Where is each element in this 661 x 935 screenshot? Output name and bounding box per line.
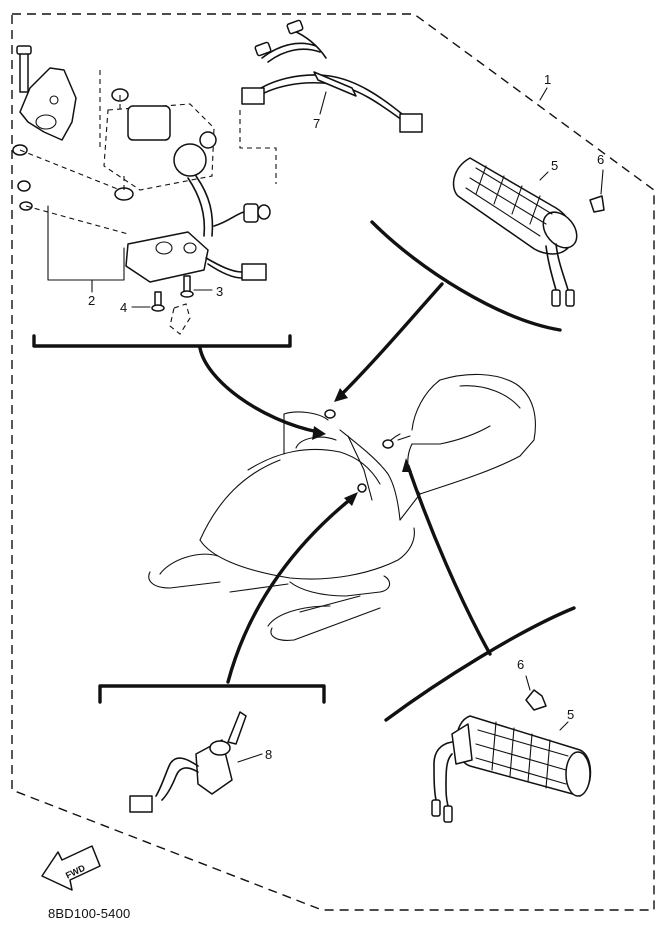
group-bracket-bottom-left — [98, 684, 326, 704]
callout-5-top: 5 — [551, 158, 558, 173]
callout-2: 2 — [88, 293, 95, 308]
group-bracket-top-left — [32, 334, 292, 348]
screw-3 — [180, 275, 213, 298]
wire-harness — [241, 19, 423, 133]
callout-4: 4 — [120, 300, 127, 315]
callout-6-top: 6 — [597, 152, 604, 167]
grip-heater-top — [452, 157, 605, 307]
callout-3: 3 — [216, 284, 223, 299]
diagram-code: 8BD100-5400 — [48, 906, 131, 921]
group-bracket-top-right — [370, 220, 562, 332]
toggle-switch — [129, 711, 263, 813]
fwd-arrow-icon: FWD — [41, 845, 101, 891]
grip-heater-bottom — [431, 675, 592, 823]
callout-8: 8 — [265, 747, 272, 762]
switch-housing-group — [12, 45, 277, 335]
snowmobile-outline — [148, 373, 536, 641]
group-bracket-bottom-right — [384, 606, 576, 722]
callout-7: 7 — [313, 116, 320, 131]
callout-5-bottom: 5 — [567, 707, 574, 722]
callout-6-bottom: 6 — [517, 657, 524, 672]
screw-4 — [131, 291, 165, 312]
callout-1: 1 — [544, 72, 551, 87]
